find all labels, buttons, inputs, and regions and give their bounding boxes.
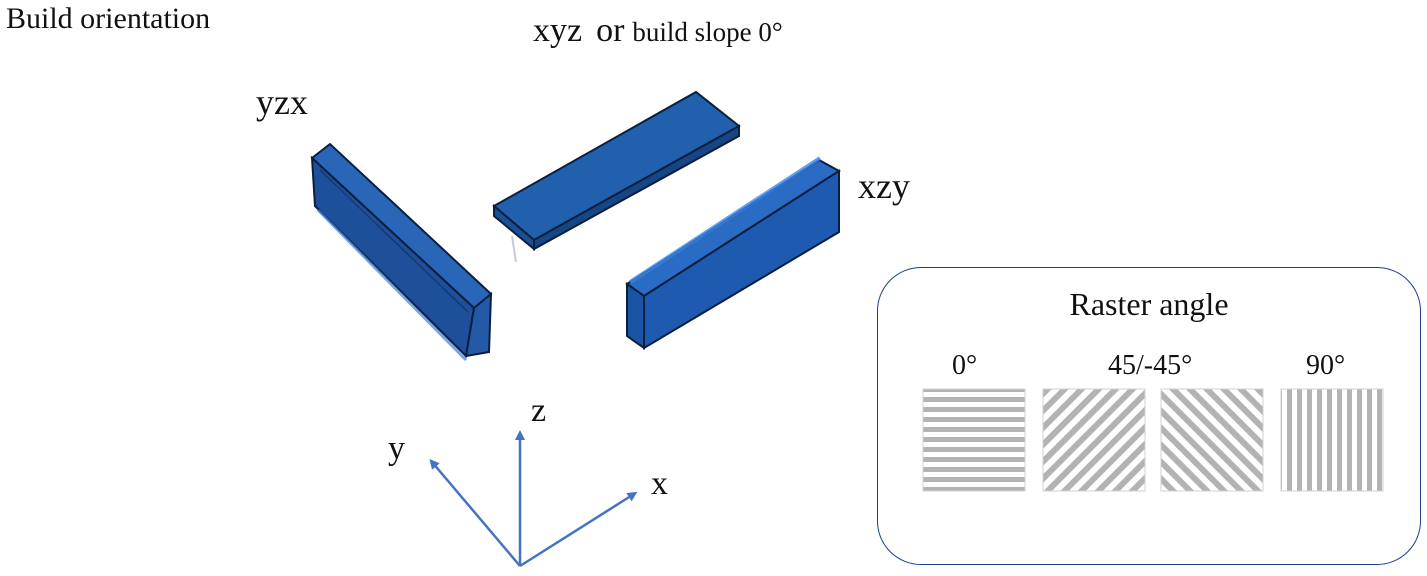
raster-90-swatch — [1280, 388, 1383, 491]
figure-title: Build orientation — [6, 2, 211, 35]
z-axis-label: z — [531, 392, 547, 429]
legend-title: Raster angle — [1069, 286, 1229, 322]
raster-90-label: 90° — [1306, 350, 1346, 381]
raster-angle-legend: Raster angle 0° 45/-45° 90° — [877, 267, 1421, 565]
specimen-yzx — [310, 142, 493, 362]
xzy-label: xzy — [858, 166, 910, 206]
x-axis-label: x — [651, 465, 668, 502]
xyz-label: xyz — [533, 12, 583, 49]
raster-0-label: 0° — [952, 350, 978, 381]
raster-minus45-swatch — [1160, 388, 1263, 491]
build-slope-text: build slope 0° — [632, 17, 783, 47]
y-axis-label: y — [388, 430, 405, 467]
raster-0-swatch — [922, 388, 1025, 491]
or-text: or — [596, 12, 625, 49]
specimen-xyz — [492, 90, 741, 263]
raster-45-swatch — [1042, 388, 1145, 491]
x-axis-arrow — [519, 491, 638, 568]
raster-swatches — [922, 388, 1383, 491]
specimen-xzy — [625, 156, 841, 350]
yzx-label: yzx — [256, 82, 308, 122]
axes — [429, 430, 638, 568]
raster-45-label: 45/-45° — [1108, 350, 1193, 381]
y-axis-arrow — [429, 458, 521, 567]
